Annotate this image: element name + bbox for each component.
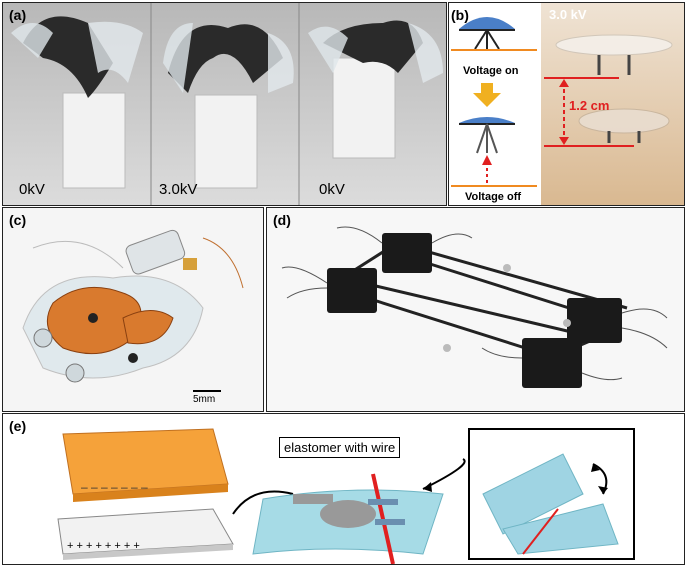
elastomer-callout: elastomer with wire — [279, 437, 401, 458]
frame-1-actuator — [11, 16, 143, 189]
panel-e-illustration — [57, 428, 635, 564]
scale-bar-label: 5mm — [193, 394, 216, 405]
frame-1-voltage-label: 0kV — [19, 181, 45, 198]
panel-c: (c) 5mm — [2, 207, 264, 412]
panel-a: (a) 0kV 3.0kV 0kV — [2, 2, 447, 206]
voltage-off-label: Voltage off — [465, 191, 522, 203]
panel-c-tag: (c) — [9, 212, 27, 228]
height-label: 1.2 cm — [569, 98, 610, 113]
frame-2-voltage-label: 3.0kV — [159, 181, 198, 198]
panel-a-illustration — [3, 3, 446, 205]
panel-b-illustration — [451, 3, 684, 205]
bottom-charges: + + + + + + + + — [67, 540, 140, 552]
panel-d: (d) — [266, 207, 685, 412]
panel-e-tag: (e) — [9, 418, 27, 434]
panel-b-tag: (b) — [451, 7, 469, 23]
voltage-on-label: Voltage on — [463, 65, 519, 77]
voltage-value-label: 3.0 kV — [549, 7, 587, 22]
panel-b: (b) Voltage on Voltage off 3.0 kV 1.2 cm — [448, 2, 685, 206]
top-charges: – – – – – – – — [81, 480, 148, 494]
panel-c-robot-illustration — [3, 208, 263, 411]
frame-2-actuator — [163, 23, 294, 189]
panel-e: (e) elastomer with wire – – – – – – – + … — [2, 413, 685, 565]
panel-d-robot-illustration — [267, 208, 684, 411]
frame-3-actuator — [308, 20, 443, 159]
panel-d-tag: (d) — [273, 212, 291, 228]
frame-3-voltage-label: 0kV — [319, 181, 345, 198]
panel-a-tag: (a) — [9, 7, 27, 23]
